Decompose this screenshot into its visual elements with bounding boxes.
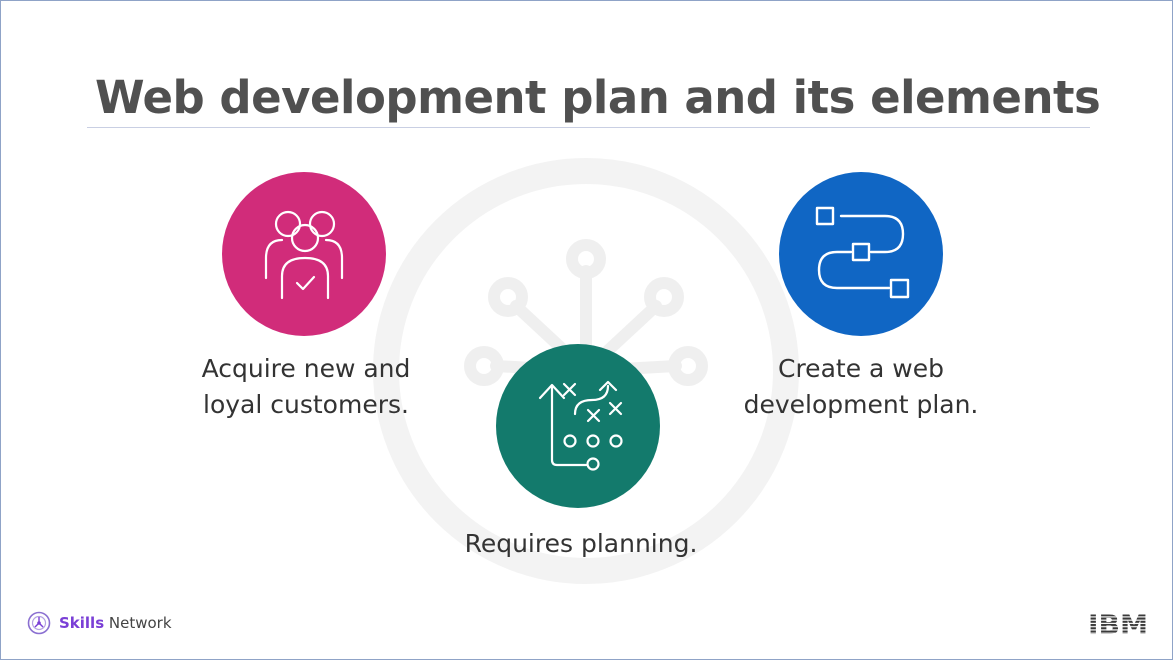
- skills-network-label: Skills Network: [59, 614, 172, 632]
- caption-line: Requires planning.: [464, 529, 698, 558]
- ibm-logo-icon: IBM: [1088, 611, 1148, 637]
- skills-network-rest: Network: [104, 614, 172, 632]
- caption-line: development plan.: [743, 390, 979, 419]
- workflow-path-icon: [815, 206, 910, 299]
- slide-title: Web development plan and its elements: [95, 71, 1101, 124]
- strategy-play-icon: [538, 380, 623, 471]
- plan-icon-circle: [779, 172, 943, 336]
- ibm-logo-text: IBM: [1088, 611, 1148, 637]
- caption-requires-planning: Requires planning.: [441, 526, 721, 562]
- caption-line: loyal customers.: [203, 390, 409, 419]
- planning-icon-circle: [496, 344, 660, 508]
- caption-create-plan: Create a web development plan.: [736, 351, 986, 423]
- people-check-icon: [264, 210, 344, 300]
- caption-line: Create a web: [778, 354, 944, 383]
- title-divider: [87, 127, 1090, 128]
- caption-acquire-customers: Acquire new and loyal customers.: [181, 351, 431, 423]
- caption-line: Acquire new and: [201, 354, 411, 383]
- customers-icon-circle: [222, 172, 386, 336]
- skills-network-strong: Skills: [59, 614, 105, 632]
- skills-network-brand: Skills Network: [27, 611, 172, 635]
- skills-network-logo-icon: [27, 611, 51, 635]
